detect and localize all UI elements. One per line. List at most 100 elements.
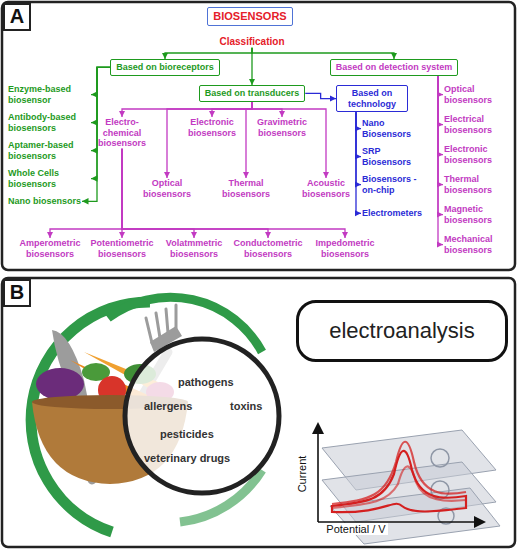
electrode-ring <box>431 449 454 524</box>
category-item: Electronic biosensors <box>444 144 510 165</box>
category-item: Amperometric biosensors <box>10 238 90 259</box>
category-item: Acoustic biosensors <box>298 178 354 199</box>
node-text: Enzyme-based biosensor <box>8 84 90 105</box>
category-item: Electrometers <box>362 208 422 219</box>
circle-outline <box>122 336 282 496</box>
node-text: Based on transducers <box>205 88 300 99</box>
category-item: Aptamer-based biosensors <box>8 140 90 161</box>
node-text: toxins <box>230 400 262 413</box>
node-text: Electronic biosensors <box>182 117 242 138</box>
node-text: Optical biosensors <box>444 84 510 105</box>
axis-arrow <box>474 516 486 528</box>
connector-arrow <box>91 67 110 122</box>
node-text: allergens <box>144 400 192 413</box>
category-box: Based on bioreceptors <box>110 59 220 76</box>
category-item: Electrical biosensors <box>444 114 510 135</box>
category-box: Based on detection system <box>330 59 459 76</box>
node-text: Gravimetric biosensors <box>251 117 313 138</box>
axis-arrow <box>312 422 324 434</box>
panel-letter: B <box>3 279 31 307</box>
node-text: Thermal biosensors <box>218 178 274 199</box>
node-text: veterinary drugs <box>144 452 230 465</box>
hazard-circle: pathogensallergenstoxinspesticidesveteri… <box>122 336 282 496</box>
category-item: Thermal biosensors <box>444 174 510 195</box>
node-text: Conductometric biosensors <box>228 238 308 259</box>
fork-tines <box>146 305 176 343</box>
node-text: Nano Biosensors <box>362 118 424 139</box>
node-text: A <box>10 5 24 29</box>
connector-arrow <box>122 149 194 238</box>
category-item: Volatmmetric biosensors <box>154 238 234 259</box>
connector-arrow <box>438 76 443 155</box>
connector-arrow <box>438 76 443 245</box>
connector-arrow <box>167 102 252 178</box>
node-text: B <box>10 281 24 305</box>
node-text: Electro-chemical biosensors <box>94 117 150 149</box>
connector-arrow <box>246 102 252 178</box>
electrode-chip <box>322 430 500 544</box>
connector-arrow <box>91 67 110 150</box>
connector-arrow <box>252 102 326 178</box>
category-item: Whole Cells biosensors <box>8 168 90 189</box>
category-box: Based on technology <box>336 85 408 112</box>
category-item: Enzyme-based biosensor <box>8 84 90 105</box>
node-text: Aptamer-based biosensors <box>8 140 90 161</box>
panel-frame <box>2 278 515 547</box>
node-text: Biosensors -on-chip <box>362 174 424 195</box>
connector-arrow <box>356 112 361 184</box>
connector-arrow <box>165 48 252 59</box>
connector-arrow <box>438 76 443 95</box>
node-text: electroanalysis <box>329 318 475 344</box>
node-text: Electronic biosensors <box>444 144 510 165</box>
method-box: electroanalysis <box>296 300 508 362</box>
node-text: Amperometric biosensors <box>10 238 90 259</box>
node-text: Electrometers <box>362 208 422 219</box>
cv-curve <box>332 442 466 512</box>
classification-label: Classification <box>219 36 284 48</box>
category-item: Impedometric biosensors <box>305 238 385 259</box>
category-item: Electro-chemical biosensors <box>94 117 150 149</box>
category-item: Conductometric biosensors <box>228 238 308 259</box>
category-item: Thermal biosensors <box>218 178 274 199</box>
connector-arrow <box>50 149 122 238</box>
node-text: Optical biosensors <box>139 178 195 199</box>
category-item: Optical biosensors <box>139 178 195 199</box>
category-item: Antibody-based biosensors <box>8 112 90 133</box>
category-item: Biosensors -on-chip <box>362 174 424 195</box>
connector-arrow <box>356 112 361 128</box>
category-item: SRP Biosensors <box>362 146 424 167</box>
node-text: Magnetic biosensors <box>444 204 510 225</box>
connector-arrow <box>91 67 110 94</box>
circle-outline <box>125 339 279 493</box>
axis-label: Potential / V <box>324 523 387 535</box>
axis-label: Current <box>296 454 308 495</box>
category-item: Nano Biosensors <box>362 118 424 139</box>
panel-frame <box>2 2 515 270</box>
connector-arrow <box>356 112 361 156</box>
node-text: Volatmmetric biosensors <box>154 238 234 259</box>
node-text: Thermal biosensors <box>444 174 510 195</box>
category-item: Nano biosensors <box>8 196 81 207</box>
node-text: Acoustic biosensors <box>298 178 354 199</box>
connector-arrow <box>438 76 443 185</box>
node-text: BIOSENSORS <box>213 10 286 23</box>
node-text: Classification <box>219 36 284 48</box>
node-text: Antibody-based biosensors <box>8 112 90 133</box>
node-text: Based on technology <box>342 88 402 109</box>
connector-arrow <box>356 112 361 213</box>
category-item: Electronic biosensors <box>182 117 242 138</box>
node-text: Potentiometric biosensors <box>82 238 162 259</box>
eggplant <box>36 368 84 400</box>
category-item: Optical biosensors <box>444 84 510 105</box>
node-text: Nano biosensors <box>8 196 81 207</box>
category-item: Gravimetric biosensors <box>251 117 313 138</box>
category-box: Based on transducers <box>199 85 306 102</box>
node-text: SRP Biosensors <box>362 146 424 167</box>
panel-letter: A <box>3 3 31 31</box>
node-text: Impedometric biosensors <box>305 238 385 259</box>
node-text: pathogens <box>178 376 234 389</box>
node-text: Electrical biosensors <box>444 114 510 135</box>
node-text: Whole Cells biosensors <box>8 168 90 189</box>
